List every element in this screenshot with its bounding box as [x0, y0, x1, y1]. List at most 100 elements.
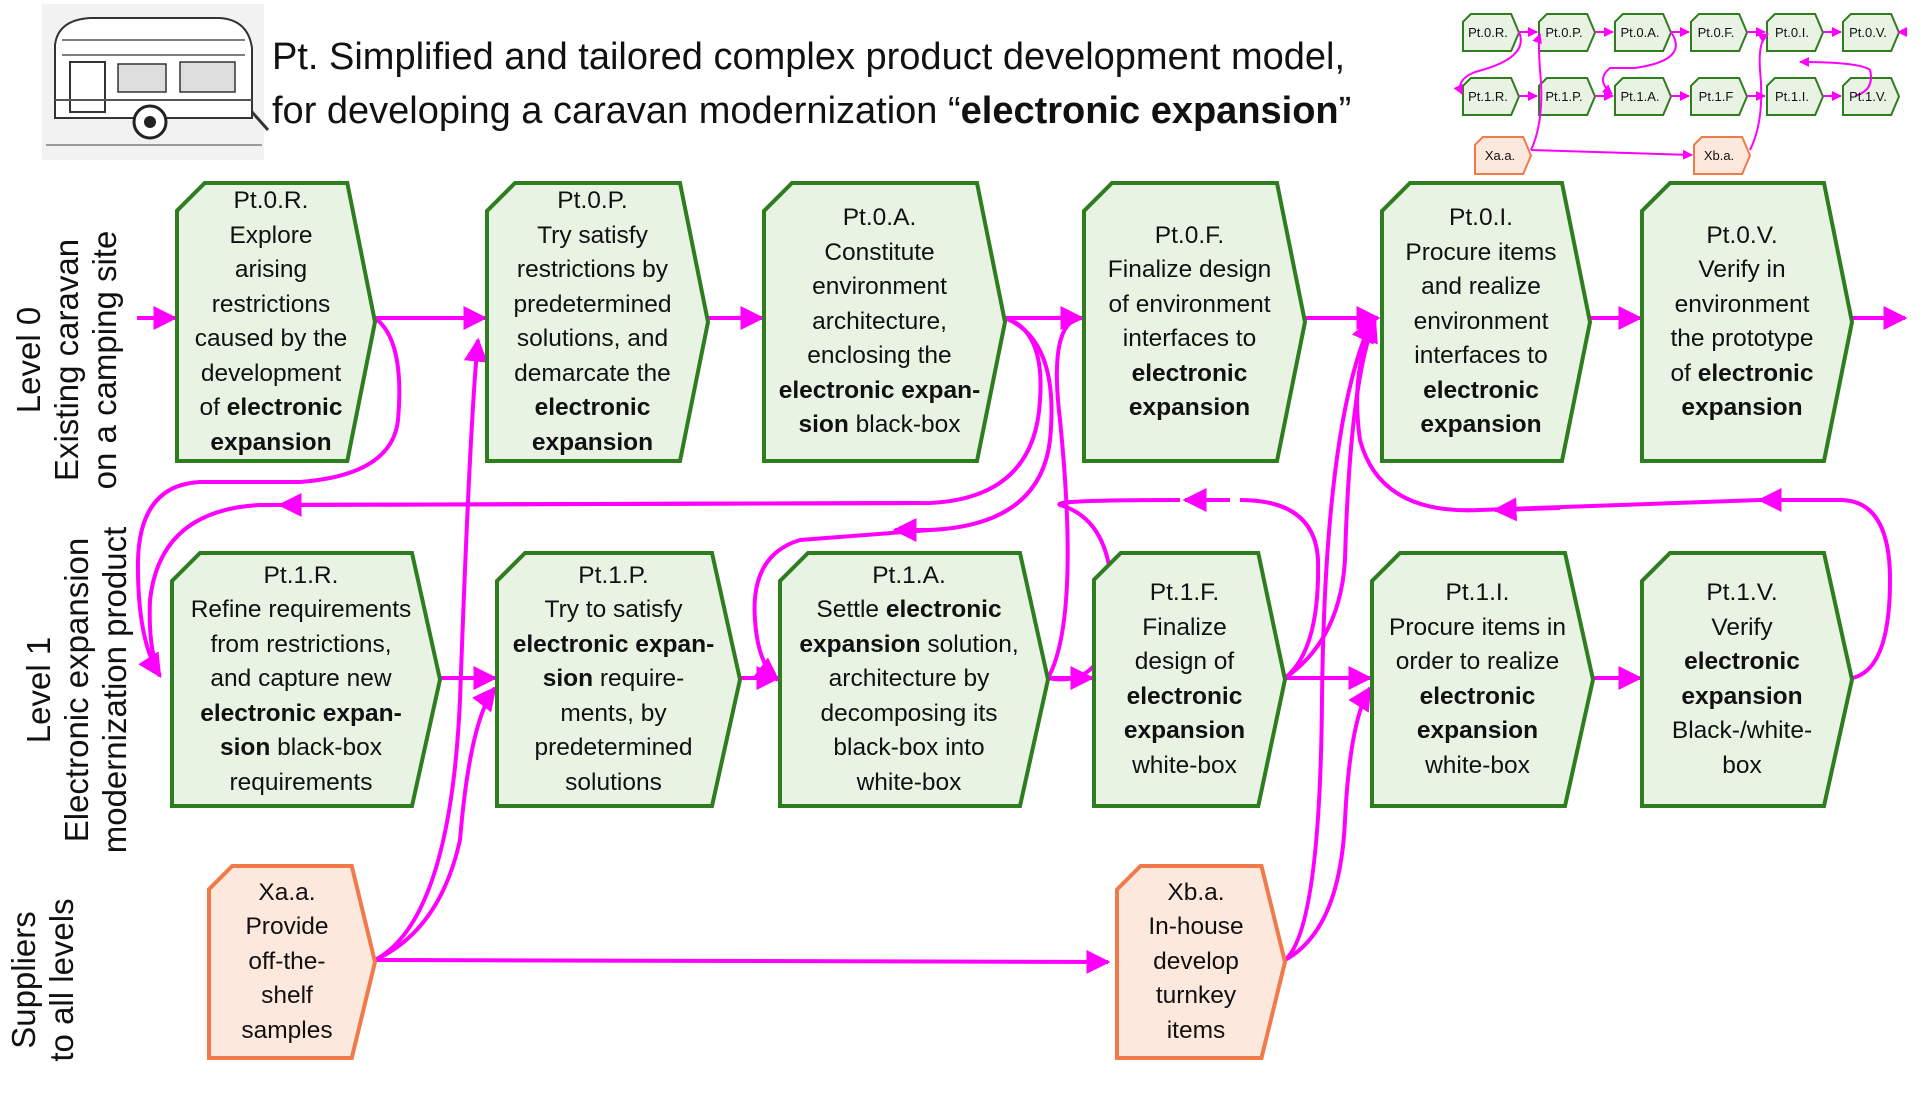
node-text-bold: expansion	[1681, 394, 1803, 421]
node-text-span: solutions	[565, 768, 662, 796]
arrow-pt1f-pt0i	[1283, 317, 1378, 680]
node-text-span: demarcate the	[514, 359, 671, 387]
node-line: Procure items	[1405, 236, 1556, 271]
node-text-span: develop	[1153, 947, 1239, 975]
lane-label-suppliers: Suppliers to all levels	[5, 855, 85, 1105]
node-text-span: of	[1670, 359, 1698, 387]
node-text-span: black-box into	[833, 734, 985, 762]
node-line: electronic	[1108, 357, 1271, 392]
node-text-span: enclosing the	[807, 342, 952, 370]
node-shape-pt1v	[1640, 551, 1855, 808]
node-line: electronic	[1389, 680, 1566, 715]
node-line: architecture by	[799, 662, 1018, 697]
node-line: items	[1148, 1014, 1243, 1049]
node-line: Pt.0.P.	[514, 184, 672, 219]
title-line-2-suffix: ”	[1338, 90, 1352, 132]
node-text-span: Procure items	[1405, 238, 1557, 266]
mini-node-shape	[1538, 77, 1597, 116]
node-line: solutions, and	[514, 322, 672, 357]
node-text-span: Pt.0.P.	[557, 187, 628, 214]
node-text-span: Pt.1.R.	[263, 561, 339, 589]
node-text-span: of	[199, 394, 227, 421]
node-line: Pt.0.R.	[195, 184, 348, 219]
lane-suppliers-line2: to all levels	[43, 898, 80, 1062]
node-text-span: Verify in	[1698, 256, 1786, 283]
lane-suppliers-line1: Suppliers	[5, 911, 42, 1049]
node-shape-xba	[1115, 864, 1288, 1060]
mini-node-shape	[1614, 13, 1673, 52]
node-text-span: white-box	[1425, 751, 1530, 779]
mini-node-shape	[1474, 136, 1533, 175]
mini-node-label: Pt.0.I.	[1775, 25, 1809, 40]
node-line: of electronic	[195, 391, 348, 426]
arrow-xaa-xba	[374, 949, 1111, 974]
arrow-pt1v-up	[1757, 488, 1893, 680]
mini-arrow	[1749, 33, 1769, 151]
title-line-1: Pt. Simplified and tailored complex prod…	[272, 36, 1346, 78]
lane-label-level0: Level 0 Existing caravan on a camping si…	[10, 190, 130, 530]
node-text-span: Finalize design	[1107, 256, 1272, 283]
lane-level1-line3: modernization product	[96, 526, 133, 854]
node-line: architecture,	[779, 305, 981, 340]
node-text-span: Try to satisfy	[544, 596, 683, 624]
node-line: Pt.0.A.	[779, 201, 981, 236]
node-text-span: Pt.1.F.	[1149, 579, 1220, 606]
node-line: Try satisfy	[514, 219, 672, 254]
node-line: restrictions	[195, 288, 348, 323]
page-title: Pt. Simplified and tailored complex prod…	[272, 30, 1442, 138]
node-line: shelf	[241, 979, 332, 1014]
node-text-bold: expansion	[1416, 717, 1539, 744]
node-text-span: Pt.0.A.	[842, 204, 917, 232]
node-text-span: Pt.1.I.	[1445, 579, 1510, 606]
node-text-span: caused by the	[194, 325, 348, 352]
mini-arrow	[1530, 33, 1543, 151]
node-text-span: Explore	[229, 221, 313, 249]
node-text-span: samples	[241, 1016, 333, 1044]
node-line: Procure items in	[1389, 611, 1566, 646]
node-line: development	[195, 357, 348, 392]
mini-node-label: Pt.1.A.	[1620, 89, 1660, 104]
node-text-span: Settle	[816, 596, 886, 624]
node-text-bold: electronic	[1697, 359, 1814, 387]
node-text-span: and capture new	[210, 665, 392, 693]
node-line: Pt.0.F.	[1108, 219, 1271, 254]
node-line: enclosing the	[779, 339, 981, 374]
lane-level0-line2: Existing caravan	[48, 238, 85, 482]
node-text-span: white-box	[1132, 751, 1237, 779]
node-line: Constitute	[779, 236, 981, 271]
mini-node-label: Pt.1.P.	[1545, 89, 1583, 104]
mini-node-label: Pt.0.F.	[1697, 25, 1735, 40]
arrow-pt1f-back	[1239, 498, 1321, 680]
node-text-bold: electronic	[1131, 359, 1248, 387]
node-text-span: turnkey	[1155, 982, 1237, 1010]
node-line: off-the-	[241, 945, 332, 980]
node-text-span: Pt.0.R.	[233, 187, 309, 214]
node-line: Finalize design	[1108, 253, 1271, 288]
node-line: Pt.1.F.	[1124, 576, 1245, 611]
node-shape-pt1p	[495, 551, 743, 808]
node-text-span: design of	[1134, 648, 1235, 675]
node-line: Refine requirements	[191, 593, 412, 628]
node-line: restrictions by	[514, 253, 672, 288]
arrow-return-pt1r	[147, 501, 921, 677]
node-line: electronic	[1405, 374, 1556, 409]
node-line: demarcate the	[514, 357, 672, 392]
node-text-span: environment	[1413, 307, 1549, 335]
node-text-span: items	[1166, 1016, 1226, 1044]
mini-arrow	[1530, 149, 1693, 160]
node-text-span: Xb.a.	[1167, 878, 1225, 906]
node-text-span: solutions, and	[516, 325, 669, 352]
node-text-span: solution,	[920, 630, 1019, 658]
node-text-span: interfaces to	[1414, 342, 1548, 370]
mini-node-label: Xa.a.	[1484, 148, 1516, 163]
overview-mini-map	[1453, 13, 1907, 175]
node-text-span: Black-/white-	[1671, 717, 1813, 744]
node-text-span: architecture,	[812, 307, 947, 335]
